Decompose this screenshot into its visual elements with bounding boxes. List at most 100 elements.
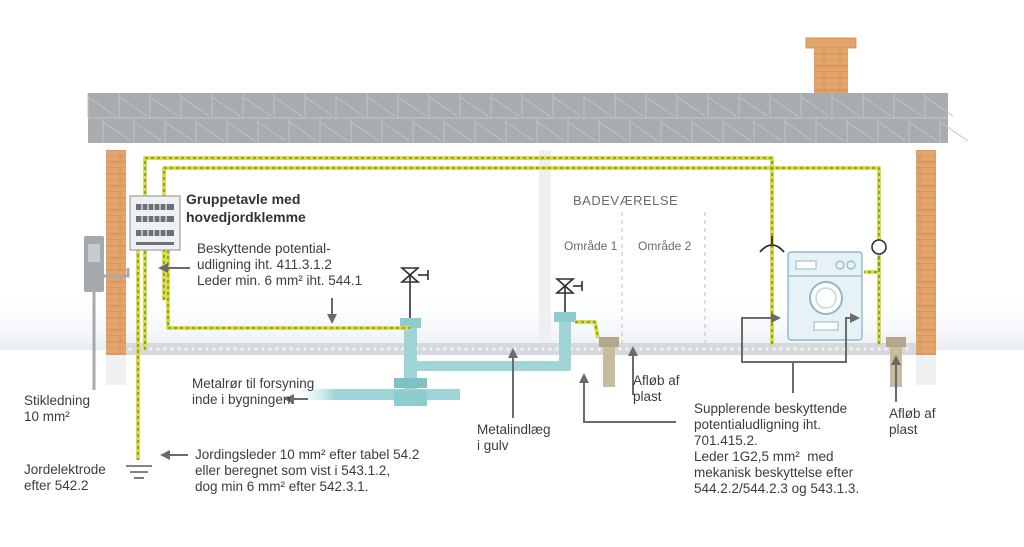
floor-dot — [758, 347, 762, 351]
floor-dot — [842, 347, 846, 351]
left-foundation — [106, 355, 126, 385]
floor-dot — [429, 347, 433, 351]
floor-dot — [338, 347, 342, 351]
floor-dot — [394, 347, 398, 351]
floor-dot — [506, 347, 510, 351]
floor-dot — [541, 347, 545, 351]
floor-dot — [499, 347, 503, 351]
roof-tile — [428, 93, 458, 118]
roof-tile — [722, 118, 752, 143]
bonding-clamp-icon — [871, 239, 887, 255]
floor-dot — [212, 347, 216, 351]
floor-dot — [324, 347, 328, 351]
floor-dot — [177, 347, 181, 351]
floor-dot — [240, 347, 244, 351]
roof-tile — [707, 93, 737, 118]
earthing-conductor-label: Jordingsleder 10 mm² efter tabel 54.2 el… — [195, 447, 420, 494]
roof-tile — [831, 93, 861, 118]
floor-dot — [331, 347, 335, 351]
floor-dot — [289, 347, 293, 351]
bathroom-label: BADEVÆRELSE — [573, 193, 679, 208]
roof-tile — [490, 93, 520, 118]
floor-dot — [373, 347, 377, 351]
floor-dot — [744, 347, 748, 351]
floor-dot — [674, 347, 678, 351]
water-pipe — [290, 312, 576, 406]
roof-tile — [211, 93, 241, 118]
floor-dot — [835, 347, 839, 351]
roof-tile — [614, 93, 644, 118]
roof-tile — [366, 93, 396, 118]
floor-dot — [443, 347, 447, 351]
floor-dot — [205, 347, 209, 351]
earth-electrode-icon — [126, 465, 152, 479]
floor-dot — [807, 347, 811, 351]
drain-2-label: Afløb af plast — [889, 406, 936, 437]
roof-tile — [769, 93, 799, 118]
floor-dot — [492, 347, 496, 351]
floor-dot — [296, 347, 300, 351]
floor-dot — [688, 347, 692, 351]
bathroom-wall — [539, 150, 551, 345]
roof-tile — [87, 93, 117, 118]
roof-tile — [676, 93, 706, 118]
floor-dot — [751, 347, 755, 351]
floor-dot — [366, 347, 370, 351]
roof-tile — [536, 118, 566, 143]
roof-tile — [273, 93, 303, 118]
roof-tile — [226, 118, 256, 143]
zone-2-label: Område 2 — [638, 239, 692, 253]
floor-dot — [548, 347, 552, 351]
shower-tap-icon — [759, 236, 785, 253]
floor-dot — [884, 347, 888, 351]
roof-tile — [908, 118, 938, 143]
floor-dot — [702, 347, 706, 351]
floor-dot — [317, 347, 321, 351]
ground-band — [0, 290, 1024, 350]
floor-dot — [156, 347, 160, 351]
metal-pipe-label: Metalrør til forsyning inde i bygningen. — [192, 376, 315, 407]
earth-electrode-label: Jordelektrode efter 542.2 — [24, 462, 106, 493]
floor-dot — [184, 347, 188, 351]
floor-dot — [128, 347, 132, 351]
floor-dot — [576, 347, 580, 351]
valve-left-icon — [399, 267, 429, 318]
floor-dot — [723, 347, 727, 351]
roof-tile — [335, 93, 365, 118]
floor-dot — [226, 347, 230, 351]
floor-dot — [618, 347, 622, 351]
floor-dot — [821, 347, 825, 351]
floor-dot — [359, 347, 363, 351]
chimney — [805, 37, 857, 94]
meter-box — [84, 236, 130, 390]
floor-dot — [345, 347, 349, 351]
floor-dot — [464, 347, 468, 351]
roof-tile — [567, 118, 597, 143]
floor-dot — [352, 347, 356, 351]
roof-tile — [412, 118, 442, 143]
roof-tile — [149, 93, 179, 118]
roof-tile — [691, 118, 721, 143]
floor-dot — [422, 347, 426, 351]
zone-1-label: Område 1 — [564, 239, 618, 253]
floor-dot — [485, 347, 489, 351]
roof-tile — [598, 118, 628, 143]
floor-dot — [198, 347, 202, 351]
roof-tile — [738, 93, 768, 118]
drain-1-icon — [599, 337, 619, 387]
floor-dot — [163, 347, 167, 351]
roof-tile — [304, 93, 334, 118]
floor-dot — [786, 347, 790, 351]
floor-dot — [310, 347, 314, 351]
floor-dot — [597, 347, 601, 351]
left-wall — [106, 150, 126, 355]
floor-dot — [282, 347, 286, 351]
floor-dot — [534, 347, 538, 351]
roof-tile — [381, 118, 411, 143]
roof-tile — [474, 118, 504, 143]
floor-dot — [737, 347, 741, 351]
floor-dot — [233, 347, 237, 351]
panel-title-label: Gruppetavle med hovedjordklemme — [186, 191, 306, 225]
roof-tile — [753, 118, 783, 143]
